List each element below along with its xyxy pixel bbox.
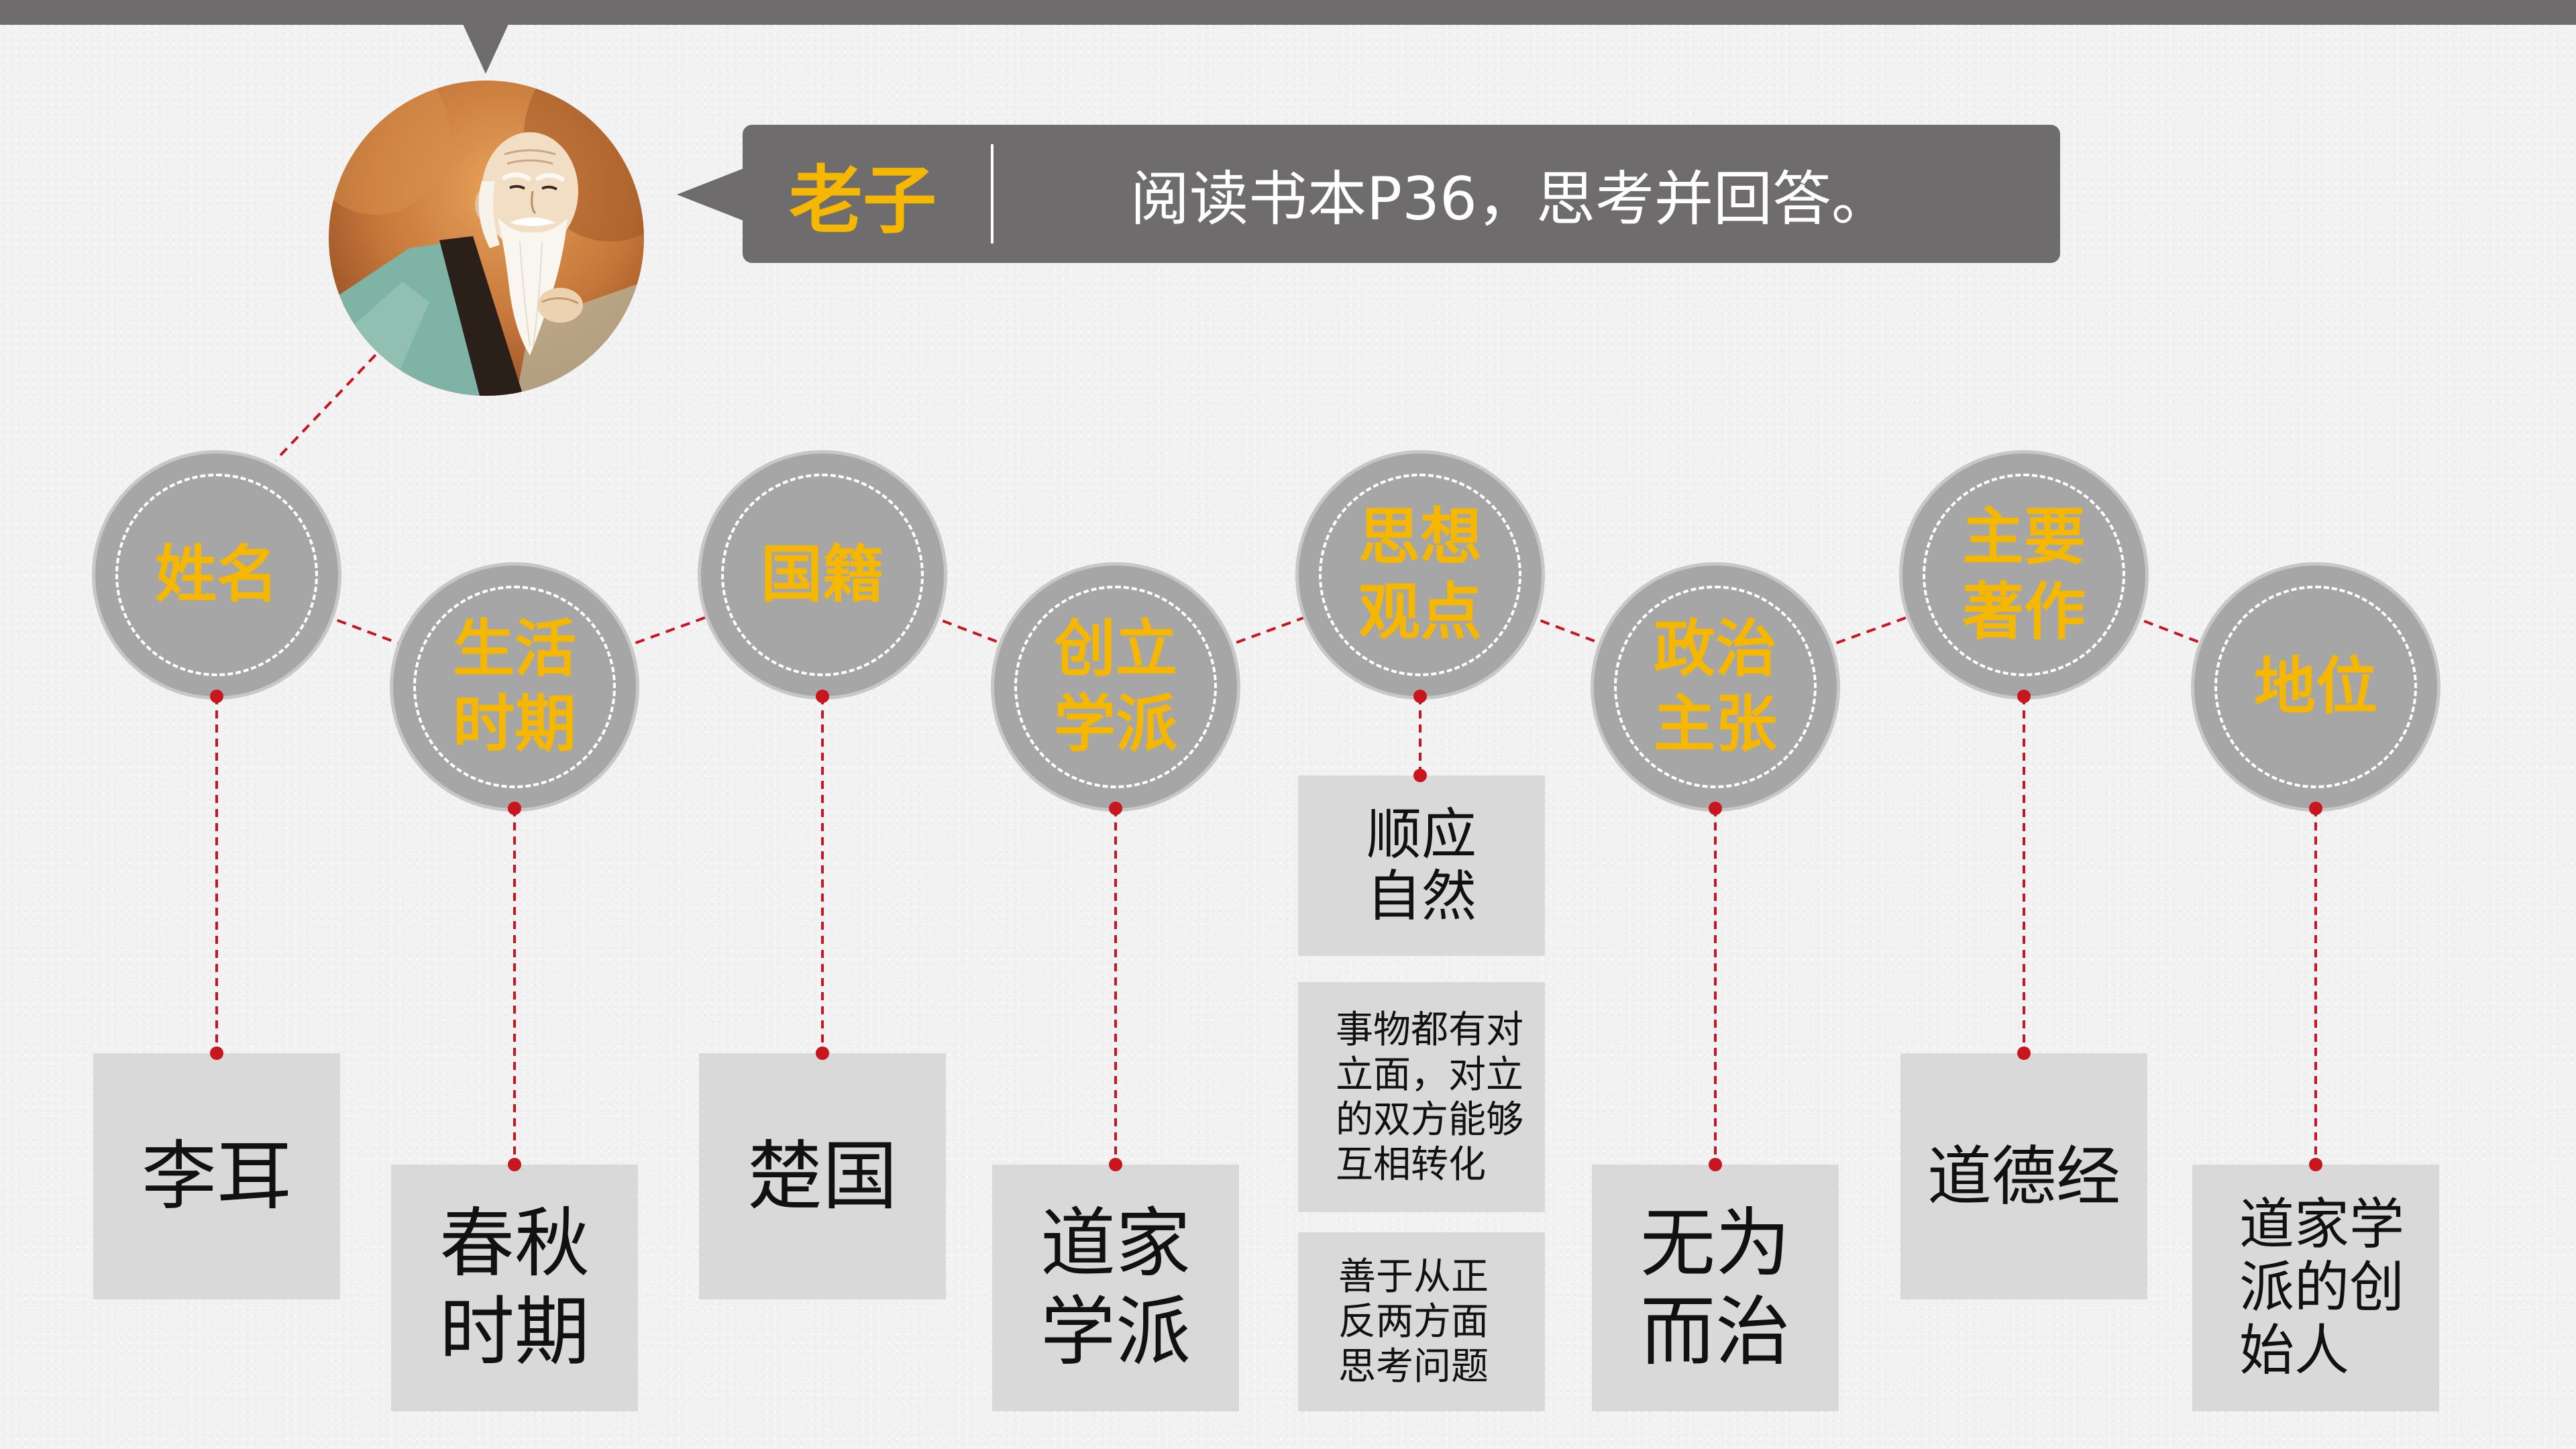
answer-box-nationality: 楚国	[699, 1053, 946, 1299]
answer-box-name: 李耳	[93, 1053, 340, 1299]
topic-label-line: 主要	[1962, 501, 2086, 573]
answer-box-thought-perspectives: 善于从正 反两方面 思考问题	[1298, 1232, 1545, 1411]
topic-label-line: 学派	[1053, 688, 1177, 760]
topic-circle-school: 创立 学派	[994, 566, 1237, 808]
answer-box-thought-nature: 顺应 自然	[1298, 775, 1545, 956]
answer-text-line: 楚国	[747, 1132, 898, 1220]
answer-text-line: 而治	[1640, 1289, 1790, 1376]
laozi-portrait	[329, 80, 644, 396]
topic-circle-thought: 思想 观点	[1299, 453, 1542, 696]
answer-text-line: 始人	[2239, 1319, 2350, 1383]
top-bar	[0, 0, 2576, 25]
answer-text-line: 事物都有对	[1336, 1008, 1523, 1052]
topic-circle-works: 主要 著作	[1902, 453, 2145, 696]
topic-label-line: 国籍	[760, 539, 884, 610]
topic-label-line: 生活	[452, 613, 576, 685]
topic-label-line: 著作	[1962, 576, 2086, 648]
answer-text-line: 无为	[1640, 1200, 1790, 1287]
topic-label-line: 观点	[1358, 576, 1482, 648]
portrait-hands	[537, 288, 583, 323]
topic-circle-nationality: 国籍	[701, 453, 944, 696]
topic-label-line: 政治	[1653, 613, 1777, 685]
answer-text-line: 自然	[1366, 864, 1477, 928]
topic-label-line: 创立	[1053, 613, 1177, 685]
topic-circle-name: 姓名	[95, 453, 338, 696]
portrait-beard	[498, 217, 568, 356]
answer-box-politics: 无为 而治	[1592, 1165, 1839, 1411]
answer-text-line: 善于从正	[1338, 1255, 1489, 1299]
portrait-face	[475, 132, 578, 250]
portrait-scarf	[439, 236, 523, 396]
topic-circle-period: 生活 时期	[393, 566, 636, 808]
top-bar-pointer	[463, 24, 508, 74]
answer-text-line: 春秋	[439, 1200, 590, 1287]
speech-bubble-pointer	[677, 168, 745, 221]
topic-label-line: 地位	[2253, 651, 2377, 722]
answer-text-line: 时期	[439, 1289, 590, 1376]
topic-label-line: 主张	[1653, 688, 1777, 760]
answer-box-period: 春秋 时期	[391, 1165, 638, 1411]
bubble-divider	[991, 144, 994, 244]
bubble-prompt: 阅读书本P36，思考并回答。	[1130, 164, 1891, 233]
answer-text-line: 派的创	[2239, 1256, 2405, 1320]
topic-label-line: 时期	[452, 688, 576, 760]
bubble-title: 老子	[789, 158, 936, 244]
answer-text-line: 学派	[1040, 1289, 1191, 1376]
answer-box-works: 道德经	[1900, 1053, 2147, 1299]
answer-box-thought-opposites: 事物都有对 立面，对立 的双方能够 互相转化	[1298, 982, 1545, 1212]
speech-bubble: 老子 阅读书本P36，思考并回答。	[743, 125, 2060, 263]
topic-label-line: 思想	[1358, 501, 1482, 573]
answer-text-line: 道家	[1040, 1200, 1191, 1287]
answer-text-line: 反两方面	[1338, 1300, 1489, 1344]
answer-box-status: 道家学 派的创 始人	[2192, 1165, 2439, 1411]
answer-text-line: 互相转化	[1336, 1142, 1486, 1187]
answer-text-line: 道家学	[2239, 1193, 2405, 1256]
topic-label-line: 姓名	[154, 539, 278, 610]
answer-text-line: 的双方能够	[1336, 1097, 1523, 1142]
answer-text-line: 思考问题	[1338, 1345, 1489, 1389]
answer-text-line: 顺应	[1366, 802, 1477, 867]
answer-text-line: 道德经	[1927, 1138, 2121, 1214]
answer-text-line: 李耳	[142, 1132, 292, 1220]
topic-circle-status: 地位	[2194, 566, 2437, 808]
topic-circle-politics: 政治 主张	[1594, 566, 1837, 808]
answer-text-line: 立面，对立	[1336, 1053, 1523, 1097]
answer-box-school: 道家 学派	[992, 1165, 1239, 1411]
